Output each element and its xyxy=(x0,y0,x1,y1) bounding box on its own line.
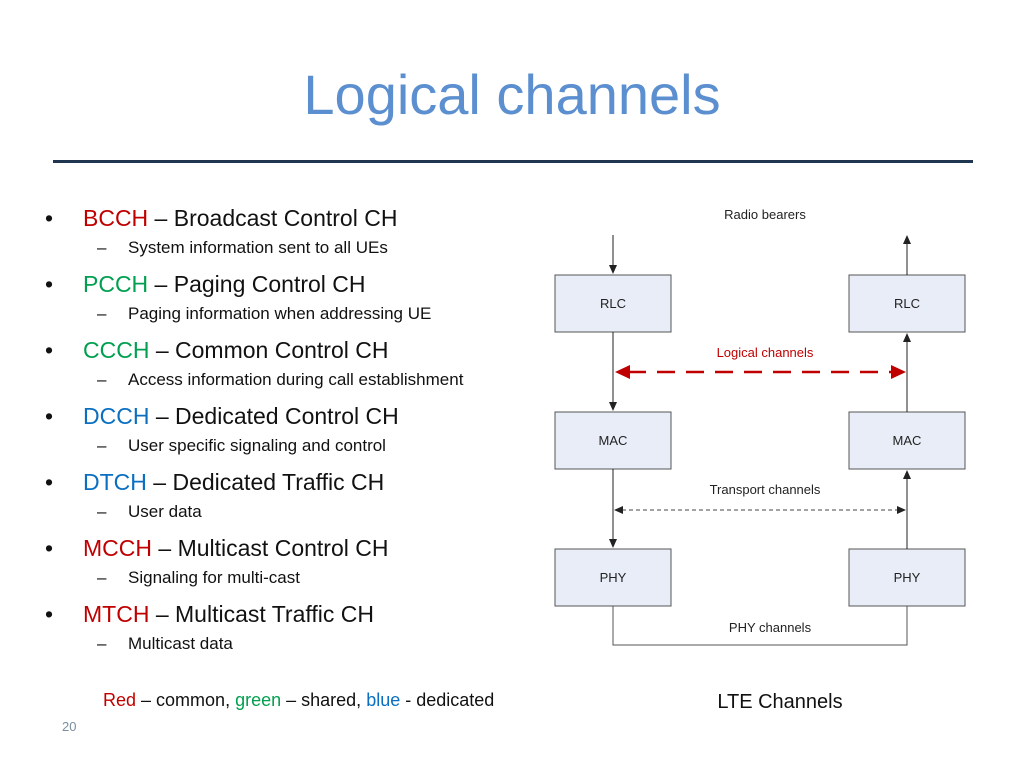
bullet-dot: • xyxy=(45,535,54,561)
channel-code: MCCH xyxy=(83,535,152,561)
page-number: 20 xyxy=(62,719,77,734)
channel-desc: – Dedicated Control CH xyxy=(149,403,399,429)
right-rlc-box xyxy=(848,274,966,333)
logical-arrowhead-left xyxy=(615,365,630,379)
sub-bullet-text: Access information during call establish… xyxy=(128,370,464,389)
right-mac-label: MAC xyxy=(893,433,922,448)
bullet-ccch: • CCCH – Common Control CH xyxy=(45,335,545,367)
phy-channels-connector xyxy=(612,606,908,646)
sub-bullet-mcch: – Signaling for multi-cast xyxy=(45,565,545,599)
sub-dash: – xyxy=(97,634,107,653)
left-rlc-box xyxy=(554,274,672,333)
bullet-dot: • xyxy=(45,205,54,231)
channel-code: CCCH xyxy=(83,337,150,363)
sub-dash: – xyxy=(97,502,107,521)
sub-dash: – xyxy=(97,238,107,257)
diagram-caption: LTE Channels xyxy=(717,691,843,713)
channel-desc: – Dedicated Traffic CH xyxy=(146,469,385,495)
slide-title: Logical channels xyxy=(303,63,721,126)
legend-green-text: – shared, xyxy=(281,690,367,710)
bullet-dot: • xyxy=(45,403,54,429)
legend-red-text: – common, xyxy=(136,690,236,710)
left-phy-label: PHY xyxy=(600,570,627,585)
bullet-mcch: • MCCH – Multicast Control CH xyxy=(45,533,545,565)
channel-desc: – Multicast Traffic CH xyxy=(149,601,374,627)
right-mac-box xyxy=(848,411,966,470)
bullet-dtch: • DTCH – Dedicated Traffic CH xyxy=(45,467,545,499)
sub-bullet-text: System information sent to all UEs xyxy=(128,238,388,257)
sub-dash: – xyxy=(97,304,107,323)
channel-code: BCCH xyxy=(83,205,149,231)
sub-dash: – xyxy=(97,568,107,587)
sub-bullet-ccch: – Access information during call establi… xyxy=(45,367,545,401)
sub-bullet-pcch: – Paging information when addressing UE xyxy=(45,301,545,335)
sub-bullet-text: Multicast data xyxy=(128,634,233,653)
bullet-dot: • xyxy=(45,337,54,363)
transport-arrowhead-left xyxy=(614,506,623,514)
sub-bullet-text: User specific signaling and control xyxy=(128,436,386,455)
sub-dash: – xyxy=(97,370,107,389)
sub-bullet-dtch: – User data xyxy=(45,499,545,533)
legend-blue-text: - dedicated xyxy=(400,690,495,710)
bullet-pcch: • PCCH – Paging Control CH xyxy=(45,269,545,301)
title-underline xyxy=(53,160,973,163)
channel-desc: – Paging Control CH xyxy=(148,271,366,297)
sub-bullet-dcch: – User specific signaling and control xyxy=(45,433,545,467)
right-rlc-label: RLC xyxy=(894,296,920,311)
phy-channels-label: PHY channels xyxy=(729,620,812,635)
radio-bearers-label: Radio bearers xyxy=(724,207,806,222)
bullet-list: • BCCH – Broadcast Control CH – System i… xyxy=(45,203,545,665)
channel-code: MTCH xyxy=(83,601,150,627)
sub-bullet-mtch: – Multicast data xyxy=(45,631,545,665)
bullet-dot: • xyxy=(45,601,54,627)
bullet-dot: • xyxy=(45,271,54,297)
sub-bullet-bcch: – System information sent to all UEs xyxy=(45,235,545,269)
bullet-mtch: • MTCH – Multicast Traffic CH xyxy=(45,599,545,631)
legend-red: Red xyxy=(103,690,137,710)
channel-desc: – Common Control CH xyxy=(149,337,389,363)
channel-desc: – Broadcast Control CH xyxy=(148,205,398,231)
bullet-dcch: • DCCH – Dedicated Control CH xyxy=(45,401,545,433)
sub-dash: – xyxy=(97,436,107,455)
left-rlc-label: RLC xyxy=(600,296,626,311)
channel-code: DCCH xyxy=(83,403,150,429)
bullet-bcch: • BCCH – Broadcast Control CH xyxy=(45,203,545,235)
channel-code: PCCH xyxy=(83,271,149,297)
sub-bullet-text: Signaling for multi-cast xyxy=(128,568,300,587)
legend-green: green xyxy=(235,690,282,710)
right-phy-label: PHY xyxy=(894,570,921,585)
color-legend: Red – common, green – shared, blue - ded… xyxy=(103,690,494,711)
legend-blue: blue xyxy=(366,690,401,710)
logical-arrowhead-right xyxy=(891,365,906,379)
transport-channels-label: Transport channels xyxy=(710,482,821,497)
sub-bullet-text: User data xyxy=(128,502,202,521)
bullet-dot: • xyxy=(45,469,54,495)
transport-arrowhead-right xyxy=(897,506,906,514)
logical-channels-label: Logical channels xyxy=(717,345,814,360)
channel-desc: – Multicast Control CH xyxy=(152,535,389,561)
left-mac-label: MAC xyxy=(599,433,628,448)
channel-code: DTCH xyxy=(83,469,147,495)
sub-bullet-text: Paging information when addressing UE xyxy=(128,304,432,323)
